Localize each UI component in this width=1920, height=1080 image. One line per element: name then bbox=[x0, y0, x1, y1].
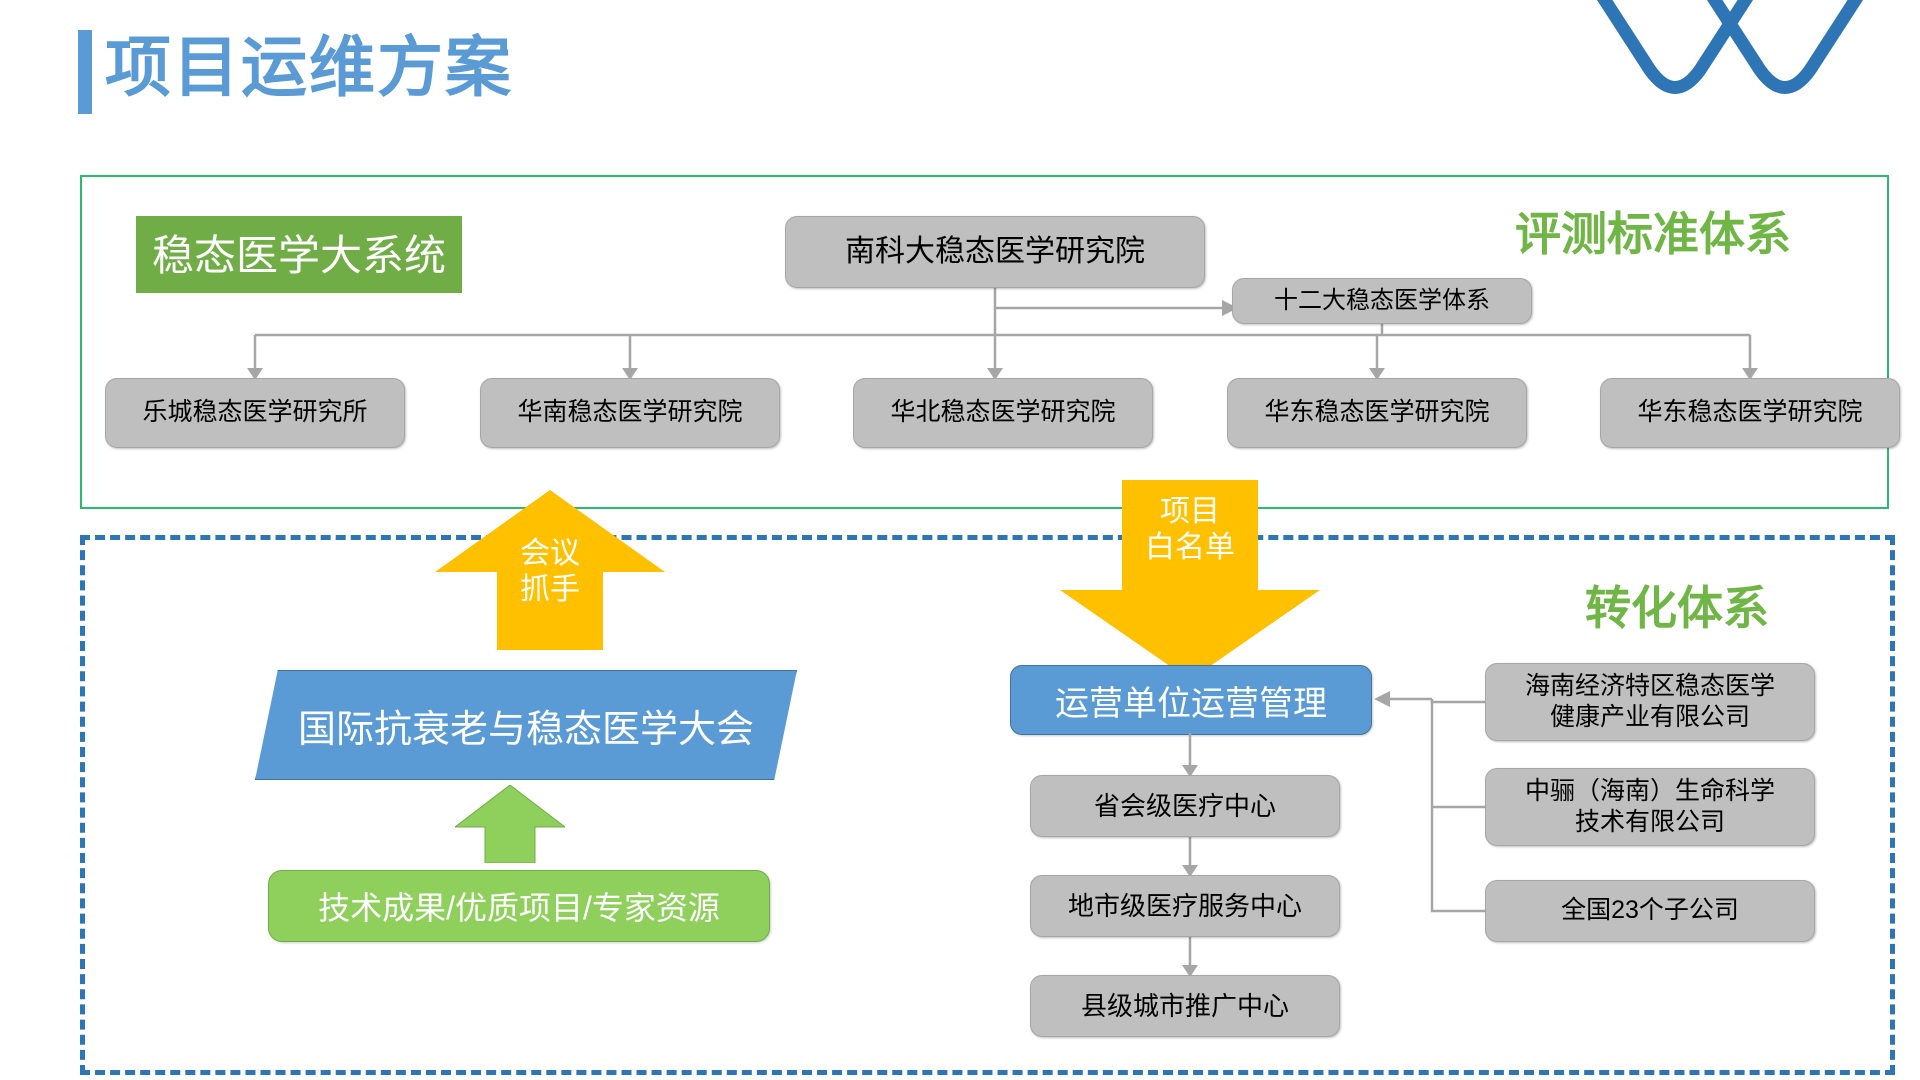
arrow-up-line2: 抓手 bbox=[520, 573, 580, 606]
node-company-2[interactable]: 全国23个子公司 bbox=[1485, 880, 1815, 942]
conference-uplink-arrow: 会议 抓手 bbox=[435, 490, 665, 650]
node-center-2[interactable]: 县级城市推广中心 bbox=[1030, 975, 1340, 1037]
node-twelve-systems[interactable]: 十二大稳态医学体系 bbox=[1232, 278, 1532, 324]
title-accent-bar bbox=[78, 30, 92, 114]
transformation-section-frame bbox=[80, 535, 1895, 1075]
resource-box[interactable]: 技术成果/优质项目/专家资源 bbox=[268, 870, 770, 942]
conference-box[interactable]: 国际抗衰老与稳态医学大会 bbox=[255, 670, 797, 780]
system-badge: 稳态医学大系统 bbox=[136, 216, 463, 293]
node-institute-3[interactable]: 华东稳态医学研究院 bbox=[1227, 378, 1527, 448]
arrow-up-line1: 会议 bbox=[520, 537, 580, 570]
project-whitelist-downlink-arrow: 项目 白名单 bbox=[1060, 480, 1320, 680]
page-title: 项目运维方案 bbox=[105, 30, 513, 104]
node-institute-0[interactable]: 乐城稳态医学研究所 bbox=[105, 378, 405, 448]
arrow-down-line1: 项目 bbox=[1160, 495, 1220, 528]
node-root-institute[interactable]: 南科大稳态医学研究院 bbox=[785, 216, 1205, 288]
crossed-chevrons-logo bbox=[1500, 0, 1920, 140]
node-center-1[interactable]: 地市级医疗服务中心 bbox=[1030, 875, 1340, 937]
arrow-down-line2: 白名单 bbox=[1145, 531, 1235, 564]
standards-section-label: 评测标准体系 bbox=[1515, 208, 1791, 260]
node-institute-4[interactable]: 华东稳态医学研究院 bbox=[1600, 378, 1900, 448]
node-institute-2[interactable]: 华北稳态医学研究院 bbox=[853, 378, 1153, 448]
node-center-0[interactable]: 省会级医疗中心 bbox=[1030, 775, 1340, 837]
node-institute-1[interactable]: 华南稳态医学研究院 bbox=[480, 378, 780, 448]
transformation-section-label: 转化体系 bbox=[1585, 582, 1769, 634]
node-company-0[interactable]: 海南经济特区稳态医学健康产业有限公司 bbox=[1485, 663, 1815, 741]
operation-management-box[interactable]: 运营单位运营管理 bbox=[1010, 665, 1372, 735]
resource-feed-arrow bbox=[453, 784, 567, 864]
standards-section-frame bbox=[80, 175, 1889, 509]
node-company-1[interactable]: 中骊（海南）生命科学技术有限公司 bbox=[1485, 768, 1815, 846]
